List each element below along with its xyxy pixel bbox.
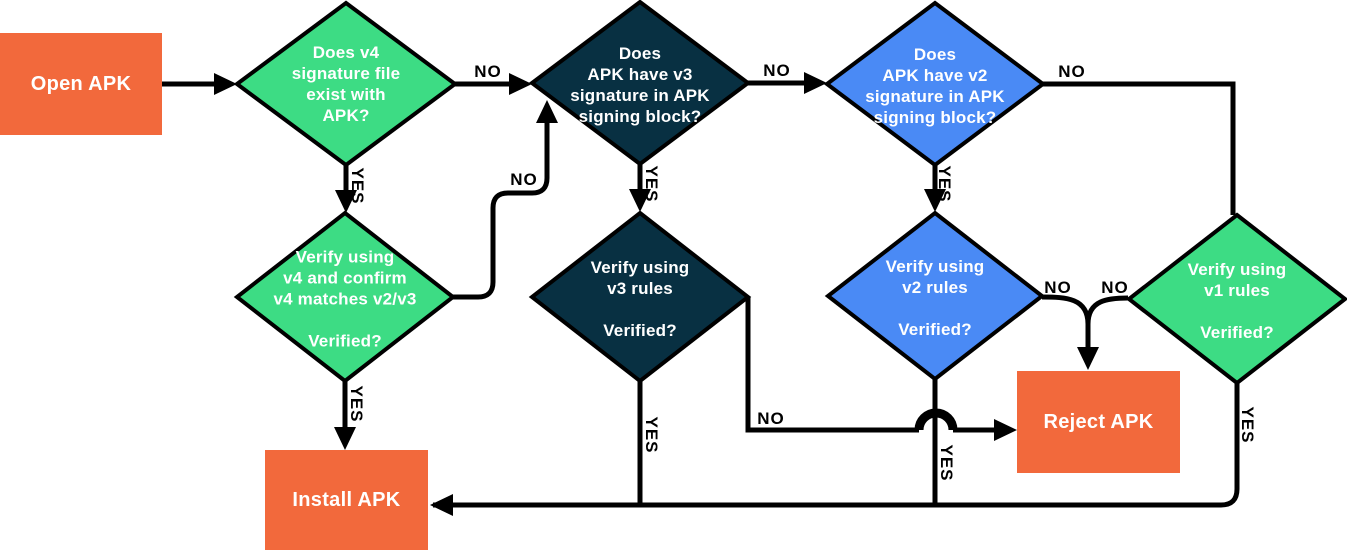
branch-label-v3-has-yes: YES xyxy=(642,165,661,203)
branch-label-v2-verify-no: NO xyxy=(1044,278,1072,297)
branch-label-v4-exists-no: NO xyxy=(474,62,502,81)
node-open-apk: Open APK xyxy=(0,33,162,135)
branch-label-v3-has-no: NO xyxy=(763,61,791,80)
arrowhead-into-install-right xyxy=(430,494,453,516)
node-install-apk: Install APK xyxy=(265,450,428,550)
label-v2-verify: Verify using v2 rules Verified? xyxy=(885,257,985,339)
arrowhead-scurve-into-v3-has xyxy=(536,100,558,123)
branch-label-v2-has-no: NO xyxy=(1058,62,1086,81)
label-v4-exists: Does v4 signature file exist with APK? xyxy=(291,43,401,125)
decision-v4-exists-shape xyxy=(233,0,459,168)
label-v1-verify: Verify using v1 rules Verified? xyxy=(1187,260,1287,342)
edge-v1-verify-yes-to-install xyxy=(433,383,1240,508)
arrowhead-into-v3-verify xyxy=(629,189,651,212)
decision-v3-has-shape xyxy=(528,0,752,167)
decision-v4-verify-shape xyxy=(233,210,457,384)
label-v2-has: Does APK have v2 signature in APK signin… xyxy=(865,45,1005,127)
edge-v3-verify-no-to-reject xyxy=(745,297,999,433)
arrowhead-into-reject-left xyxy=(994,419,1017,441)
arrowhead-into-v2-verify xyxy=(924,189,946,212)
arrowhead-into-reject-top xyxy=(1077,347,1099,370)
arrowhead-into-v2-has xyxy=(804,72,827,94)
node-reject-apk: Reject APK xyxy=(1017,371,1180,473)
arrowhead-into-install-top xyxy=(334,427,356,450)
branch-label-v2-has-yes: YES xyxy=(935,165,954,203)
arrowhead-into-v4-verify xyxy=(335,190,357,213)
edge-v2-has-no-to-v1-verify xyxy=(1043,81,1236,215)
decision-v2-has-shape xyxy=(823,0,1047,168)
arrowhead-into-v3-has xyxy=(509,73,532,95)
decision-v3-verify-shape xyxy=(528,210,752,384)
branch-label-v4-exists-yes: YES xyxy=(348,167,367,205)
edge-v4-verify-no-to-v3-has xyxy=(450,110,550,300)
branch-label-v3-verify-no: NO xyxy=(757,409,785,428)
branch-label-v2-verify-yes: YES xyxy=(937,444,956,482)
branch-label-v4-verify-yes: YES xyxy=(347,385,366,423)
label-v4-verify: Verify using v4 and confirm v4 matches v… xyxy=(273,247,417,351)
branch-label-v1-verify-no: NO xyxy=(1101,278,1129,297)
edge-v2-verify-no-to-reject xyxy=(1041,294,1091,325)
branch-label-v4-verify-no: NO xyxy=(510,170,538,189)
edge-v1-verify-no-to-reject xyxy=(1085,295,1129,352)
decision-v2-verify-shape xyxy=(824,210,1046,382)
arrowhead-into-v4-exists xyxy=(214,73,237,95)
branch-label-v3-verify-yes: YES xyxy=(642,416,661,454)
branch-label-v1-verify-yes: YES xyxy=(1238,406,1257,444)
label-v3-has: Does APK have v3 signature in APK signin… xyxy=(570,44,710,126)
decision-v1-verify-shape xyxy=(1125,212,1347,386)
label-v3-verify: Verify using v3 rules Verified? xyxy=(590,258,690,340)
